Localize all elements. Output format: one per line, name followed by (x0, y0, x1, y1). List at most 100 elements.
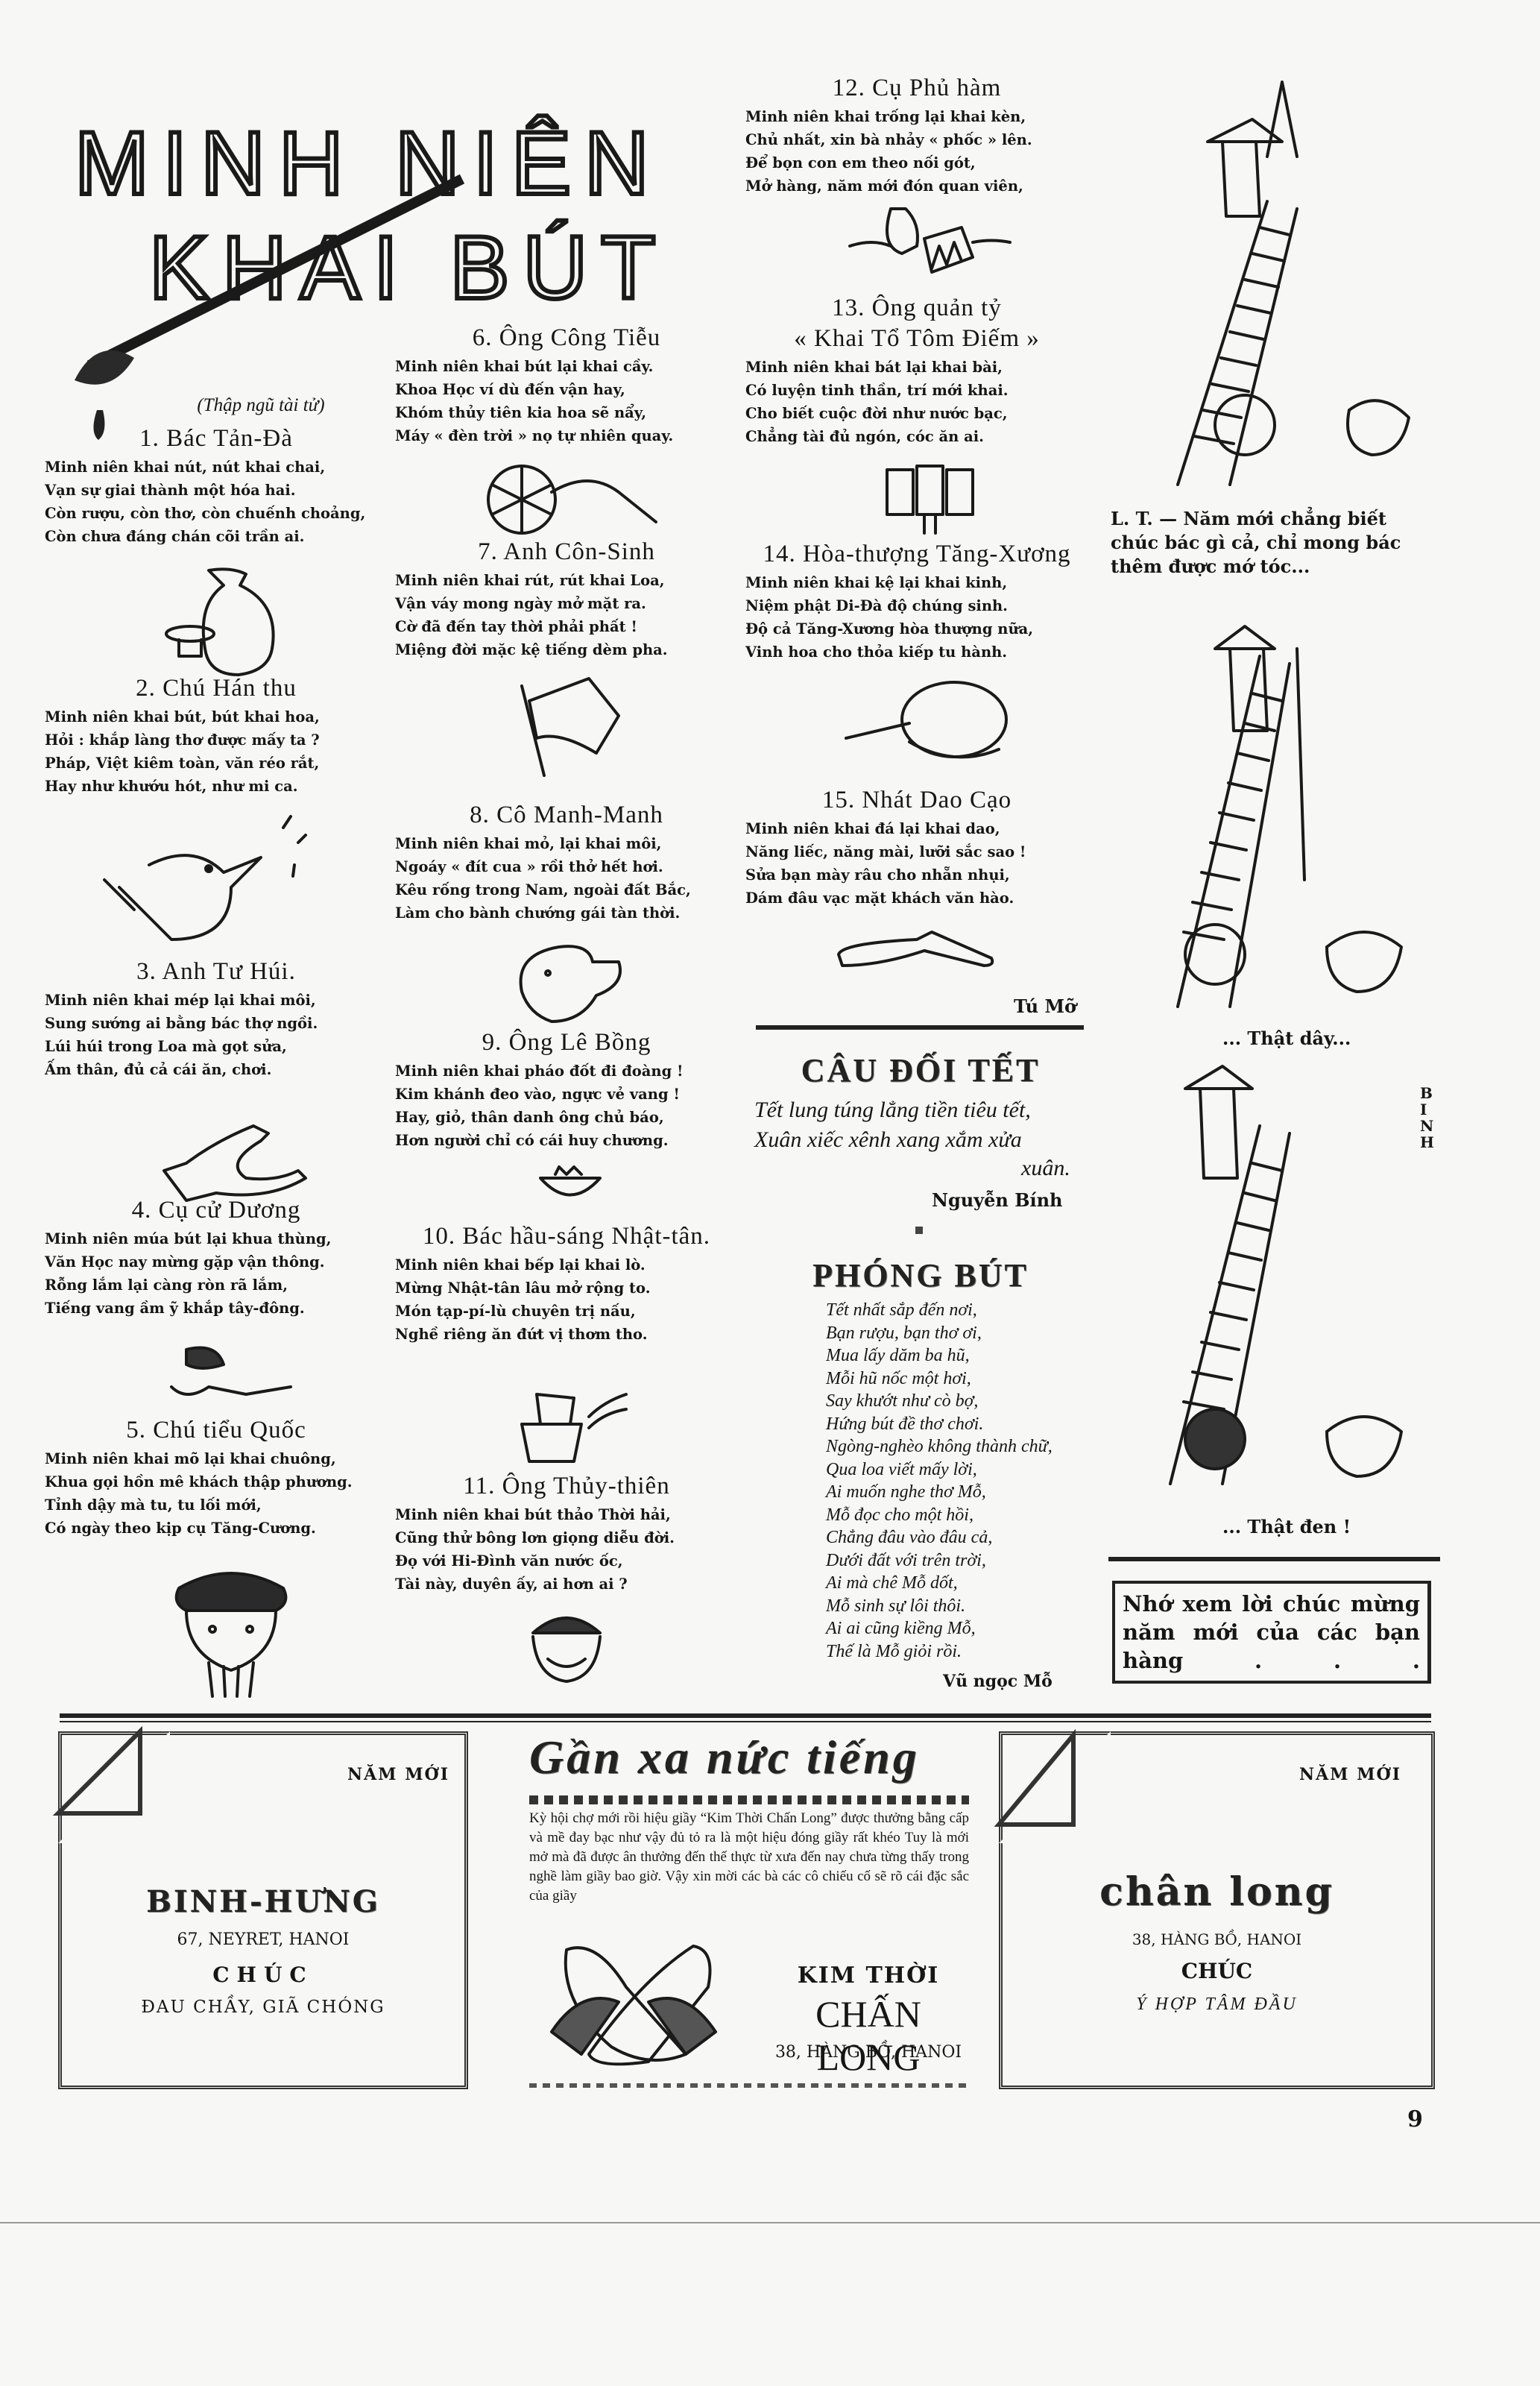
poem-line: Niệm phật Di-Đà độ chúng sinh. (745, 597, 1008, 614)
ad-binh-hung: NĂM MỚI BINH-HƯNG 67, NEYRET, HANOI CHÚC… (52, 1725, 468, 2089)
phong-but-line: Dưới đất với trên trời, (826, 1550, 986, 1570)
poem-line: Tỉnh dậy mà tu, tu lối mới, (45, 1496, 262, 1514)
hand-illustration (162, 1124, 307, 1202)
poem-line: Khóm thủy tiên kia hoa sẽ nẩy, (395, 404, 647, 421)
poem-line: Cũng thử bông lơn giọng diễu đời. (395, 1529, 675, 1546)
poem-line: Vinh hoa cho thỏa kiếp tu hành. (745, 643, 1008, 661)
ornament-border (529, 2083, 969, 2088)
ad-address: 67, NEYRET, HANOI (177, 1930, 350, 1949)
poem-title: 5. Chú tiểu Quốc (126, 1417, 306, 1444)
poem-title: 8. Cô Manh-Manh (470, 802, 663, 828)
cau-doi-line-2: Xuân xiếc xênh xang xắm xửa (754, 1127, 1022, 1152)
cau-doi-author: Nguyễn Bính (932, 1189, 1063, 1211)
cau-doi-line-3: xuân. (1021, 1156, 1070, 1180)
ad-wish: ĐAU CHẦY, GIÃ CHÓNG (141, 1998, 385, 2017)
poem-line: Hay, giỏ, thân danh ông chủ báo, (395, 1109, 664, 1126)
notice-box: Nhớ xem lời chúc mừng năm mới của các bạ… (1112, 1581, 1431, 1684)
phong-but-line: Say khướt như cò bợ, (826, 1391, 979, 1411)
poem-line: Minh niên khai bút thảo Thời hải, (395, 1506, 671, 1523)
poem-title: 13. Ông quản tỷ (832, 295, 1002, 321)
poem-line: Sung sướng ai bằng bác thợ ngồi. (45, 1015, 318, 1032)
cartoon-caption-3: ... Thật đen ! (1222, 1516, 1351, 1537)
artist-signature: BINH (1420, 1084, 1434, 1151)
poem-line: Ngoáy « đít cua » rồi thở hết hơi. (395, 858, 663, 875)
folded-corner-outline (52, 1725, 142, 1816)
poem-title: 6. Ông Công Tiễu (472, 324, 661, 351)
cau-doi-heading: CÂU ĐỐI TẾT (801, 1052, 1041, 1089)
playing-cards-illustration (886, 465, 974, 535)
poem-line: Kim khánh đeo vào, ngực vẻ vang ! (395, 1086, 680, 1103)
poems-author: Tú Mỡ (1014, 995, 1077, 1017)
poem-line: Minh niên khai nút, nút khai chai, (45, 459, 326, 476)
poem-line: Minh niên khai đá lại khai dao, (745, 820, 1000, 837)
poem-title: 15. Nhát Dao Cạo (821, 787, 1012, 813)
poem-line: Lúi húi trong Loa mà gọt sửa, (45, 1038, 287, 1055)
poem-line: Sửa bạn mày râu cho nhẵn nhụi, (745, 866, 1010, 884)
notice-text: Nhớ xem lời chúc mừng năm mới của các bạ… (1123, 1591, 1420, 1673)
poem-line: Vạn sự giai thành một hóa hai. (45, 482, 296, 499)
poem-subtitle: « Khai Tổ Tôm Điếm » (794, 325, 1040, 352)
poem-line: Chẳng tài đủ ngón, cóc ăn ai. (745, 428, 984, 445)
ad-wish-label: CHÚC (1181, 1959, 1253, 1983)
cartoon-caption-1: L. T. — Năm mới chẳng biết chúc bác gì c… (1111, 508, 1401, 577)
medal-illustration (539, 1165, 602, 1197)
pen-icon (86, 174, 465, 371)
phong-but-author: Vũ ngọc Mỗ (943, 1672, 1053, 1691)
poem-title: 12. Cụ Phủ hàm (832, 75, 1002, 101)
poem-line: Minh niên khai mõ lại khai chuông, (45, 1450, 336, 1467)
poem-title: 9. Ông Lê Bồng (482, 1029, 651, 1056)
phong-but-line: Thế là Mỗ giỏi rồi. (826, 1641, 962, 1661)
poem-line: Hỏi : khắp làng thơ được mấy ta ? (45, 731, 320, 749)
cau-doi-line-1: Tết lung túng lẳng tiền tiêu tết, (754, 1098, 1031, 1122)
poem-1: (Thập ngũ tài tử) (45, 395, 388, 416)
phong-but-line: Mỗ đọc cho một hồi, (826, 1505, 973, 1525)
poem-line: Đọ với Hi-Đình văn nước ốc, (395, 1552, 623, 1570)
thermos-flowers-illustration (487, 465, 657, 535)
folded-corner (58, 1731, 170, 1843)
poem-line: Minh niên khai mỏ, lại khai môi, (395, 835, 662, 852)
phong-but-line: Mỗi hũ nốc một hơi, (826, 1368, 971, 1388)
phong-but-poem: Tết nhất sắp đến nơi,Bạn rượu, bạn thơ ơ… (826, 1299, 1053, 1663)
smiling-face-illustration (531, 1617, 602, 1683)
poem-block: 13. Ông quản tỷ« Khai Tổ Tôm Điếm »Minh … (745, 295, 1088, 448)
bird-illustration (103, 815, 307, 941)
poem-line: Làm cho bành chướng gái tàn thời. (395, 904, 681, 922)
poem-title: 4. Cụ cử Dương (131, 1197, 301, 1224)
poem-block: 3. Anh Tư Húi. Minh niên khai mép lại kha… (45, 958, 388, 1081)
scan-edge-line (0, 2222, 1540, 2223)
folded-corner-outline (994, 1728, 1076, 1827)
cartoon-panel-1 (1176, 81, 1410, 486)
bearded-man-illustration (174, 1572, 288, 1698)
title-line2: KHAI BÚT (149, 218, 669, 318)
bottom-divider (60, 1713, 1431, 1718)
poem-line: Minh niên khai mép lại khai môi, (45, 992, 316, 1009)
poem-line: Văn Học nay mừng gặp vận thông. (45, 1253, 325, 1271)
ad-chan-long: NĂM MỚI chân long 38, HÀNG BỒ, HANOI CHÚ… (994, 1728, 1435, 2089)
series-subtitle: (Thập ngũ tài tử) (197, 395, 325, 415)
pan-illustration (845, 681, 1008, 759)
poem-line: Chủ nhất, xin bà nhảy « phốc » lên. (745, 131, 1032, 148)
poem-line: Máy « đèn trời » nọ tự nhiên quay. (395, 427, 674, 444)
ink-drop-icon (93, 410, 105, 440)
phong-but-line: Bạn rượu, bạn thơ ơi, (826, 1323, 982, 1343)
ad-brand-top: KIM THỜI (797, 1962, 940, 1989)
poem-line: Vận váy mong ngày mở mặt ra. (395, 595, 646, 612)
poem-line: Mừng Nhật-tân lâu mở rộng to. (395, 1279, 651, 1297)
pen-nib-icon (75, 350, 134, 385)
shoes-illustration (550, 1945, 717, 2066)
poem-line: Hơn người chỉ có cái huy chương. (395, 1132, 669, 1149)
poem-line: Độ cả Tăng-Xương hòa thượng nữa, (745, 620, 1034, 638)
divider-rule (1108, 1557, 1440, 1561)
ad-name: chân long (1099, 1869, 1334, 1915)
poem-title: 3. Anh Tư Húi. (136, 958, 296, 985)
poem-title: 11. Ông Thủy-thiên (463, 1473, 670, 1499)
ad-corner-text: NĂM MỚI (347, 1765, 449, 1784)
